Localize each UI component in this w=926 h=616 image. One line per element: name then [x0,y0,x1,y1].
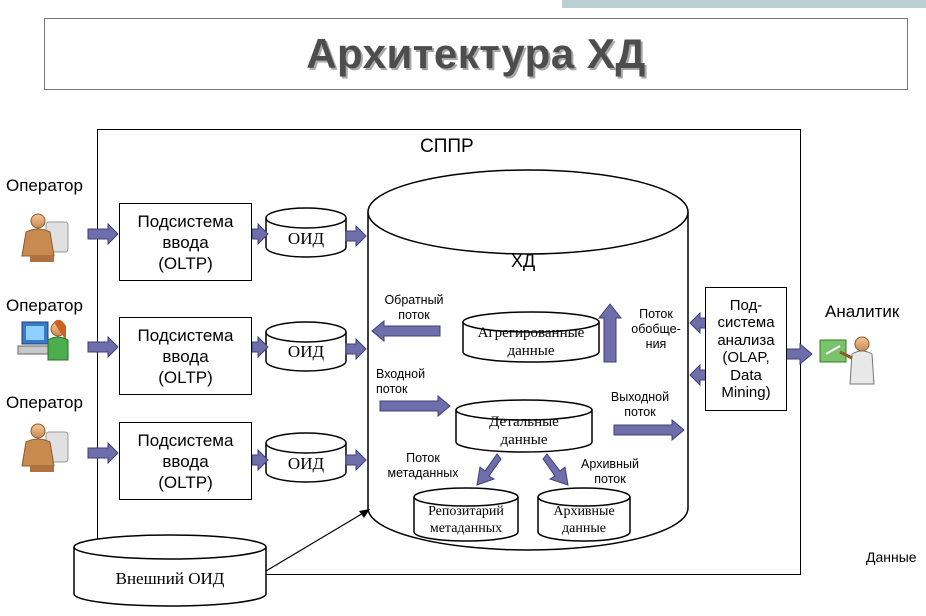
metadata-repo-line2: метаданных [429,521,503,536]
archive-cylinder [537,487,631,542]
archive-label: Архивные данные [538,501,630,539]
arrow-operator-1 [87,222,119,246]
detailed-line2: данные [500,432,548,448]
reverse-flow-label: Обратный поток [380,293,448,323]
reverse-flow-line2: поток [398,308,430,322]
arrow-oid-dw-1 [345,224,367,248]
dw-cylinder [367,169,689,551]
analysis-subsystem: Под- система анализа (OLAP, Data Mining) [705,287,787,411]
dw-label: ХД [511,251,536,271]
analysis-line6: Mining) [721,384,771,401]
metadata-cylinder [413,487,519,542]
external-oid-cylinder [73,534,267,607]
analysis-line4: (OLAP, [722,349,770,366]
arrow-operator-2 [87,335,119,359]
arrow-analysis-to-dw-1 [689,311,707,335]
aggregated-label: Агрегированные данные [463,323,599,361]
arrow-reverse-flow [371,319,441,343]
input-flow-label: Входной поток [376,367,428,397]
arrow-generalization-flow [597,303,623,363]
analysis-line1: Под- [729,296,763,314]
detailed-cylinder [455,399,593,453]
arrow-to-analyst [785,342,813,366]
operator-figure-2-icon [17,319,69,361]
input-subsystem-line3: (OLTP) [158,253,213,273]
input-subsystem-line2: ввода [162,346,209,366]
arrow-oid-dw-3 [345,448,367,472]
archive-flow-line2: поток [594,472,626,486]
footer-label: Данные [866,549,917,565]
input-flow-line1: Входной [376,367,426,381]
arrow-input-flow [379,394,451,418]
oid-label-3: ОИД [287,454,325,473]
analysis-line2: система [717,314,775,331]
generalization-flow-line1: Поток [639,307,673,321]
arrow-operator-3 [87,441,119,465]
detailed-label: Детальные данные [456,411,592,451]
operator-label-2: Оператор [6,296,83,315]
metadata-flow-line1: Поток [406,451,440,465]
input-subsystem-line2: ввода [162,451,209,471]
operator-label-1: Оператор [6,176,83,195]
arrow-oid-dw-2 [345,337,367,361]
input-subsystem-1: Подсистема ввода (OLTP) [119,203,252,281]
input-subsystem-line3: (OLTP) [158,367,213,387]
arrow-output-flow [613,418,685,442]
top-accent-bar [562,0,926,8]
aggregated-line1: Агрегированные [477,325,585,341]
oid-cylinder-1 [265,207,347,258]
input-subsystem-line1: Подсистема [137,325,234,345]
generalization-flow-line2: обобще- [631,322,681,336]
output-flow-line1: Выходной [610,390,670,404]
oid-cylinder-2 [265,321,347,372]
output-flow-label: Выходной поток [604,390,676,420]
external-oid-arrow [265,509,370,572]
oid-label-2: ОИД [287,342,325,361]
metadata-flow-label: Поток метаданных [380,451,466,481]
oid-label-1: ОИД [287,229,325,248]
input-subsystem-2: Подсистема ввода (OLTP) [119,317,252,395]
operator-figure-1-icon [21,213,69,262]
title-box: Архитектура ХД [44,18,908,90]
metadata-repo-line1: Репозитарий [428,504,504,519]
archive-flow-label: Архивный поток [574,457,646,487]
arrow-sub-oid-1 [251,222,269,246]
output-flow-line2: поток [624,405,656,419]
detailed-line1: Детальные [489,414,559,430]
analysis-line5: Data [730,366,762,384]
oid-cylinder-3 [265,432,347,483]
sppr-label: СППР [420,136,474,157]
analyst-label: Аналитик [825,302,900,321]
input-subsystem-line3: (OLTP) [158,472,213,492]
arrow-archive-flow [542,453,569,486]
operator-figure-3-icon [21,423,69,472]
input-subsystem-line1: Подсистема [137,430,234,450]
archive-line1: Архивные [553,504,615,519]
arrow-sub-oid-2 [251,335,269,359]
archive-flow-line1: Архивный [581,457,639,471]
operator-label-3: Оператор [6,393,83,412]
input-subsystem-line2: ввода [162,232,209,252]
archive-line2: данные [562,521,606,536]
page-title: Архитектура ХД [306,30,646,77]
input-subsystem-line1: Подсистема [137,211,234,231]
arrow-sub-oid-3 [251,448,269,472]
generalization-flow-label: Поток обобще- ния [624,307,688,352]
input-flow-line2: поток [376,382,408,396]
metadata-flow-line2: метаданных [387,466,459,480]
aggregated-line2: данные [507,343,555,359]
arrow-metadata-flow [476,453,502,486]
arrow-analysis-to-dw-2 [689,363,707,387]
analysis-line3: анализа [717,331,775,349]
aggregated-cylinder [462,311,600,363]
generalization-flow-line3: ния [645,337,667,351]
external-oid-label: Внешний ОИД [115,569,225,588]
input-subsystem-3: Подсистема ввода (OLTP) [119,422,252,500]
reverse-flow-line1: Обратный [384,293,444,307]
analyst-figure-icon [819,336,875,385]
metadata-repo-label: Репозитарий метаданных [414,501,518,539]
